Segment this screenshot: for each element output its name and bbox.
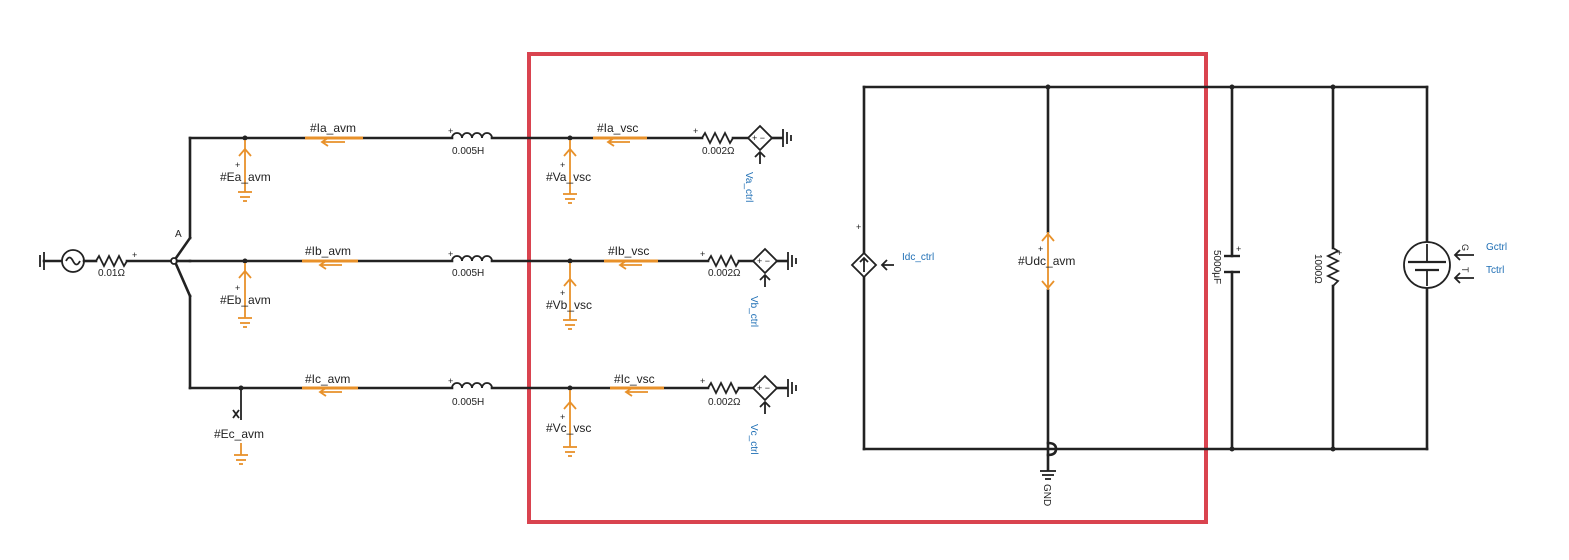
ctrl-arrow-c-icon bbox=[759, 400, 771, 414]
inductor-a-icon bbox=[451, 132, 493, 139]
svg-text:#Ib_avm: #Ib_avm bbox=[305, 244, 351, 258]
svg-text:+ −: + − bbox=[757, 383, 770, 393]
vsc-resistor-b-icon bbox=[707, 253, 740, 269]
svg-text:+: + bbox=[1038, 244, 1043, 254]
ctrl-arrow-t-icon bbox=[1453, 272, 1474, 284]
svg-text:+: + bbox=[560, 412, 565, 422]
ic-vsc-meter[interactable]: #Ic_vsc bbox=[610, 372, 664, 397]
ctrl-arrow-b-icon bbox=[759, 273, 771, 287]
junction-label: A bbox=[175, 229, 182, 240]
tctrl-label: Tctrl bbox=[1486, 265, 1504, 276]
ctrl-arrow-idc-icon bbox=[880, 259, 894, 271]
vsc-resistor-a-label: 0.002Ω bbox=[702, 146, 735, 157]
eb-avm-meter[interactable]: + #Eb_avm bbox=[220, 258, 271, 328]
svg-text:#Ec_avm: #Ec_avm bbox=[214, 427, 264, 441]
vc-ctrl-label: Vc_ctrl bbox=[748, 424, 759, 455]
vsc-resistor-b-label: 0.002Ω bbox=[708, 268, 741, 279]
va-ctrl-label: Va_ctrl bbox=[743, 172, 754, 202]
svg-text:#Vc_vsc: #Vc_vsc bbox=[546, 421, 591, 435]
gctrl-label: Gctrl bbox=[1486, 242, 1507, 253]
phase-a-line[interactable]: + 0.005H + 0.002Ω + − Va_ctrl bbox=[188, 124, 792, 202]
svg-text:+: + bbox=[1337, 248, 1342, 258]
svg-text:+ −: + − bbox=[752, 133, 765, 143]
svg-text:#Ic_vsc: #Ic_vsc bbox=[614, 372, 655, 386]
ec-avm-meter[interactable]: #Ec_avm bbox=[214, 385, 264, 465]
vc-vsc-meter[interactable]: + #Vc_vsc bbox=[546, 385, 591, 457]
vb-vsc-meter[interactable]: + #Vb_vsc bbox=[546, 258, 592, 330]
dc-ground[interactable]: GND bbox=[1040, 441, 1058, 506]
junction-a[interactable]: A bbox=[170, 136, 192, 390]
controlled-dc-source-icon bbox=[1403, 241, 1451, 289]
svg-text:+: + bbox=[560, 160, 565, 170]
dc-capacitor[interactable]: + 5000μF bbox=[1211, 244, 1241, 284]
vsc-resistor-a-icon bbox=[701, 130, 734, 146]
ia-vsc-meter[interactable]: #Ia_vsc bbox=[593, 121, 647, 147]
ctrl-arrow-g-icon bbox=[1453, 249, 1474, 261]
svg-text:+: + bbox=[1236, 244, 1241, 254]
source-resistor[interactable]: 0.01Ω + bbox=[95, 250, 137, 279]
svg-text:#Ib_vsc: #Ib_vsc bbox=[608, 244, 649, 258]
svg-text:+: + bbox=[856, 222, 861, 232]
svg-text:#Eb_avm: #Eb_avm bbox=[220, 293, 271, 307]
svg-text:+ −: + − bbox=[757, 256, 770, 266]
phase-c-line[interactable]: + 0.005H + 0.002Ω + − Vc_ctrl bbox=[188, 374, 797, 455]
svg-text:#Ia_vsc: #Ia_vsc bbox=[597, 121, 638, 135]
svg-text:+: + bbox=[560, 288, 565, 298]
dc-resistor[interactable]: + 1000Ω bbox=[1312, 247, 1342, 287]
svg-text:+: + bbox=[693, 126, 698, 136]
ia-avm-meter[interactable]: #Ia_avm bbox=[305, 121, 363, 147]
dc-bus[interactable] bbox=[862, 84, 1429, 452]
svg-text:#Vb_vsc: #Vb_vsc bbox=[546, 298, 592, 312]
gnd-label: GND bbox=[1041, 484, 1052, 506]
dc-current-source[interactable]: + Idc_ctrl bbox=[850, 222, 934, 279]
svg-text:T: T bbox=[1460, 267, 1470, 273]
ac-source-group[interactable] bbox=[39, 249, 98, 273]
controlled-voltage-source-b-icon bbox=[751, 247, 779, 275]
svg-text:#Udc_avm: #Udc_avm bbox=[1018, 254, 1075, 268]
ib-vsc-meter[interactable]: #Ib_vsc bbox=[604, 244, 658, 270]
ib-avm-meter[interactable]: #Ib_avm bbox=[302, 244, 358, 270]
svg-text:+: + bbox=[235, 283, 240, 293]
capacitor-label: 5000μF bbox=[1211, 250, 1222, 284]
inductor-c-label: 0.005H bbox=[452, 397, 484, 408]
svg-text:G: G bbox=[1460, 244, 1470, 251]
highlight-box[interactable] bbox=[527, 52, 1208, 524]
inductor-b-icon bbox=[451, 255, 493, 262]
source-resistor-label: 0.01Ω bbox=[98, 268, 125, 279]
inductor-c-icon bbox=[451, 382, 493, 389]
dc-resistor-label: 1000Ω bbox=[1312, 254, 1323, 284]
udc-avm-meter[interactable]: + #Udc_avm bbox=[1018, 232, 1075, 290]
va-vsc-meter[interactable]: + #Va_vsc bbox=[546, 135, 591, 204]
svg-text:+: + bbox=[235, 160, 240, 170]
vsc-resistor-c-label: 0.002Ω bbox=[708, 397, 741, 408]
svg-text:#Ea_avm: #Ea_avm bbox=[220, 170, 271, 184]
svg-text:+: + bbox=[448, 126, 453, 136]
resistor-vertical-icon bbox=[1325, 247, 1341, 287]
resistor-icon bbox=[95, 253, 128, 269]
svg-text:+: + bbox=[700, 376, 705, 386]
inductor-a-label: 0.005H bbox=[452, 146, 484, 157]
svg-text:#Ic_avm: #Ic_avm bbox=[305, 372, 350, 386]
svg-text:+: + bbox=[448, 376, 453, 386]
ea-avm-meter[interactable]: + #Ea_avm bbox=[220, 135, 271, 202]
controlled-voltage-source-a-icon bbox=[746, 124, 774, 152]
svg-text:+: + bbox=[132, 250, 137, 260]
controlled-voltage-source-c-icon bbox=[751, 374, 779, 402]
svg-text:+: + bbox=[448, 249, 453, 259]
phase-b-line[interactable]: + 0.005H + 0.002Ω + − Vb_ctrl bbox=[188, 247, 797, 327]
svg-text:+: + bbox=[700, 249, 705, 259]
vb-ctrl-label: Vb_ctrl bbox=[748, 296, 759, 327]
inductor-b-label: 0.005H bbox=[452, 268, 484, 279]
ctrl-arrow-a-icon bbox=[754, 150, 766, 164]
ic-avm-meter[interactable]: #Ic_avm bbox=[302, 372, 358, 397]
idc-ctrl-label: Idc_ctrl bbox=[902, 252, 934, 263]
dc-controlled-source[interactable]: G T Gctrl Tctrl bbox=[1403, 241, 1507, 289]
svg-text:#Ia_avm: #Ia_avm bbox=[310, 121, 356, 135]
vsc-resistor-c-icon bbox=[707, 380, 740, 396]
svg-text:#Va_vsc: #Va_vsc bbox=[546, 170, 591, 184]
